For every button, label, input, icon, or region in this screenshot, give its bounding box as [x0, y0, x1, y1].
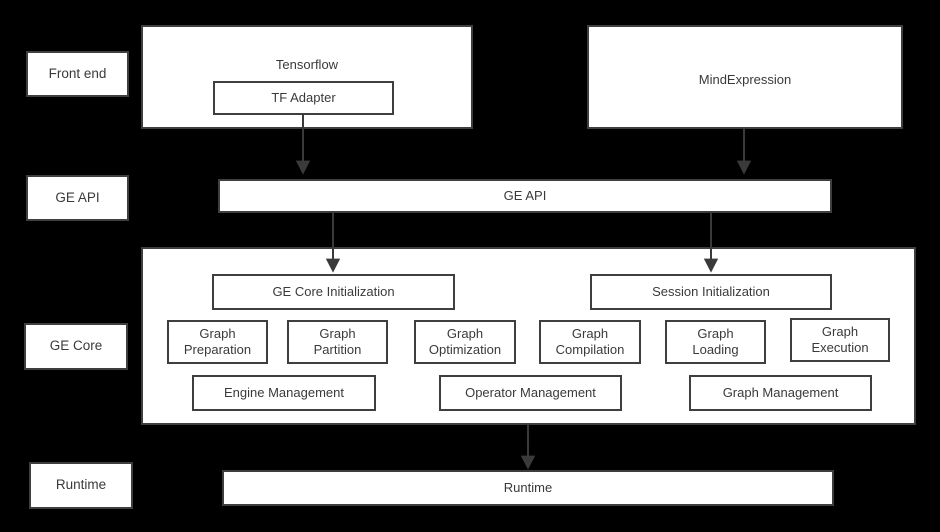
- ge-core-initialization-label: GE Core Initialization: [272, 284, 395, 300]
- runtime-bar-label: Runtime: [503, 480, 553, 496]
- engine-management-box[interactable]: Engine Management: [192, 375, 376, 411]
- graph-preparation-label: Graph Preparation: [183, 326, 252, 357]
- graph-management-box[interactable]: Graph Management: [689, 375, 872, 411]
- tensorflow-label: Tensorflow: [275, 57, 339, 72]
- layer-label-front-end: Front end: [26, 51, 129, 97]
- session-initialization-box[interactable]: Session Initialization: [590, 274, 832, 310]
- mindexpression-label: MindExpression: [698, 72, 792, 87]
- graph-optimization-label: Graph Optimization: [428, 326, 502, 357]
- layer-label-runtime: Runtime: [29, 462, 133, 509]
- layer-label-ge-core-text: GE Core: [49, 338, 103, 354]
- graph-compilation-label: Graph Compilation: [555, 326, 625, 357]
- runtime-bar[interactable]: Runtime: [222, 470, 834, 506]
- graph-preparation-box[interactable]: Graph Preparation: [167, 320, 268, 364]
- engine-management-label: Engine Management: [224, 385, 344, 401]
- operator-management-box[interactable]: Operator Management: [439, 375, 622, 411]
- operator-management-label: Operator Management: [465, 385, 596, 401]
- ge-api-bar-label: GE API: [503, 188, 547, 204]
- layer-label-front-end-text: Front end: [48, 65, 107, 81]
- graph-execution-label: Graph Execution: [811, 324, 869, 355]
- ge-api-bar[interactable]: GE API: [218, 179, 832, 213]
- graph-compilation-box[interactable]: Graph Compilation: [539, 320, 641, 364]
- tf-adapter-box[interactable]: TF Adapter: [213, 81, 394, 115]
- layer-label-ge-api: GE API: [26, 175, 129, 221]
- layer-label-ge-core: GE Core: [24, 323, 128, 370]
- graph-execution-box[interactable]: Graph Execution: [790, 318, 890, 362]
- mindexpression-frame: MindExpression: [587, 25, 903, 129]
- graph-partition-box[interactable]: Graph Partition: [287, 320, 388, 364]
- graph-loading-label: Graph Loading: [692, 326, 739, 357]
- graph-partition-label: Graph Partition: [313, 326, 362, 357]
- graph-management-label: Graph Management: [722, 385, 839, 401]
- graph-loading-box[interactable]: Graph Loading: [665, 320, 766, 364]
- tf-adapter-label: TF Adapter: [271, 90, 336, 106]
- ge-core-initialization-box[interactable]: GE Core Initialization: [212, 274, 455, 310]
- layer-label-runtime-text: Runtime: [55, 477, 107, 493]
- graph-optimization-box[interactable]: Graph Optimization: [414, 320, 516, 364]
- layer-label-ge-api-text: GE API: [55, 189, 100, 205]
- session-initialization-label: Session Initialization: [652, 284, 770, 300]
